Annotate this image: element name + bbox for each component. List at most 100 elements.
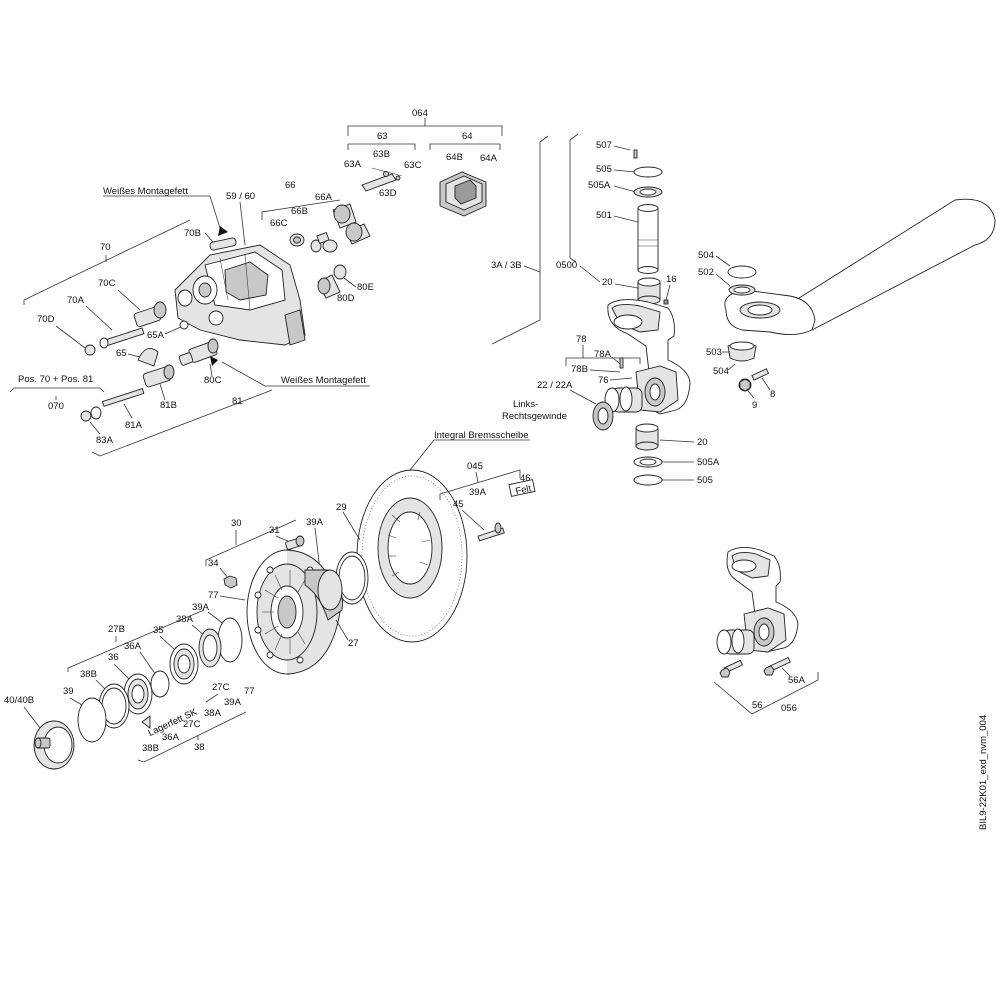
label-36A: 36A [124,641,142,652]
label-8: 8 [770,389,775,400]
label-20: 20 [602,277,613,288]
label-504: 504 [698,250,714,261]
label-505b: 505 [697,475,713,486]
label-63A: 63A [344,159,362,170]
knuckle-056 [716,547,799,678]
bearing-36 [123,673,153,715]
label-59-60: 59 / 60 [226,191,255,202]
bracket-064 [347,118,503,150]
label-20b: 20 [697,437,708,448]
steering-knuckle [604,299,691,415]
label-39A-d: 39A [224,697,242,708]
document-id-text: BIL9-22K01_exd_nvm_004 [978,715,989,830]
bushing-80 [317,264,347,299]
label-70: 70 [100,242,111,253]
label-39A-b: 39A [306,517,324,528]
label-39: 39 [63,686,74,697]
label-63C: 63C [404,160,422,171]
label-40-40B: 40/40B [4,695,34,706]
label-46: 46 [520,473,531,484]
label-weisses-montagefett-1: Weißes Montagefett [103,186,188,197]
label-070: 070 [48,401,64,412]
guide-bolt-81A [80,388,145,422]
label-38B-b: 38B [142,743,159,754]
grease-tube-tip [141,715,151,729]
label-64: 64 [462,131,473,142]
label-66: 66 [285,180,296,191]
label-27: 27 [348,638,359,649]
label-78B: 78B [571,364,588,375]
label-503: 503 [706,347,722,358]
label-31: 31 [269,525,280,536]
cap-65 [137,320,189,367]
brake-disc [356,469,468,643]
label-63D: 63D [379,188,397,199]
label-links: Links- [513,399,538,410]
caliper-body [174,244,306,346]
label-505Ab: 505A [697,457,720,468]
sleeve-81B [142,364,175,388]
caliper-guide-kit-66 [289,203,371,253]
wheel-stud-31 [285,535,305,550]
axle-beam [724,198,996,392]
wear-sensor-63 [361,167,403,192]
label-63B: 63B [373,149,390,160]
bearing-35 [169,643,199,685]
label-45: 45 [453,499,464,510]
label-0500: 0500 [556,260,577,271]
label-63: 63 [377,131,388,142]
label-38B: 38B [80,669,97,680]
ring-36A [150,670,170,698]
seal-ring-29 [335,551,369,605]
label-pos70-81: Pos. 70 + Pos. 81 [18,374,93,385]
ring-38A [198,628,222,668]
label-65A: 65A [147,330,165,341]
label-83A: 83A [96,435,114,446]
label-70D: 70D [37,314,55,325]
label-39A-c: 39A [192,602,210,613]
felt-tag [508,479,536,497]
label-weisses-montagefett-2: Weißes Montagefett [281,375,366,386]
nut-34 [223,575,238,589]
label-22-22A: 22 / 22A [537,380,573,391]
label-16: 16 [666,274,677,285]
label-30: 30 [231,518,242,529]
label-76: 76 [598,375,609,386]
label-056: 056 [781,703,797,714]
label-505: 505 [596,164,612,175]
label-56: 56 [752,700,763,711]
label-81A: 81A [125,420,143,431]
label-064: 064 [412,108,428,119]
label-35: 35 [153,625,164,636]
bushing-80C [178,338,219,366]
label-65: 65 [116,348,127,359]
document-id: BIL9-22K01_exd_nvm_004 [978,715,989,830]
label-9: 9 [752,400,757,411]
axle-nut-22 [592,401,614,431]
guide-pin-70 [84,301,167,356]
label-64B: 64B [446,152,463,163]
label-70B: 70B [184,228,201,239]
label-78A: 78A [594,349,612,360]
label-felt: Felt [515,483,533,497]
arrow-marker-1 [218,226,228,236]
label-56A: 56A [788,675,806,686]
label-504b: 504 [713,366,729,377]
label-39A-top: 39A [469,487,487,498]
label-38: 38 [194,742,205,753]
label-38A-b: 38A [204,708,222,719]
label-36: 36 [108,652,119,663]
brake-pads-64 [439,171,487,217]
label-501: 501 [596,210,612,221]
wheel-hub-27 [246,549,343,675]
pin-70B [209,237,237,251]
label-66B: 66B [291,206,308,217]
label-80C: 80C [204,375,222,386]
label-27C-b: 27C [183,719,201,730]
label-70A: 70A [67,295,85,306]
label-80D: 80D [337,293,355,304]
seal-39A [217,617,243,663]
seal-39 [77,697,107,743]
label-77b: 77 [244,686,255,697]
label-70C: 70C [98,278,116,289]
